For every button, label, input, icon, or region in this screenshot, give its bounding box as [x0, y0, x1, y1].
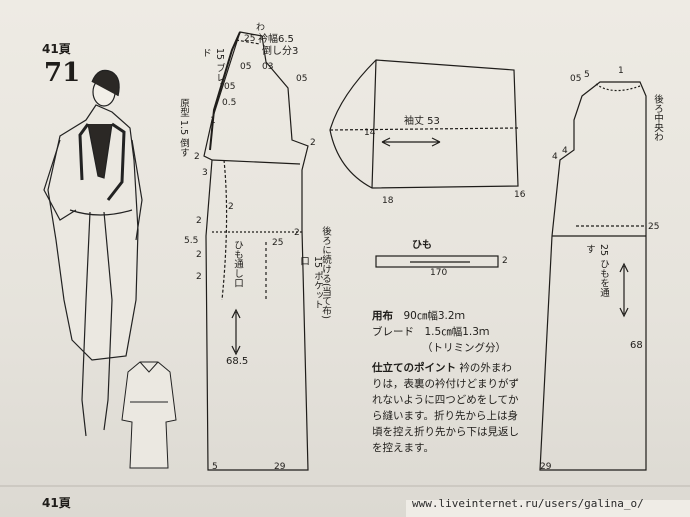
sewing-notes: 仕立てのポイント 衿の外まわりは，表裏の衿付けどまりがずれないように四つどめをし…	[372, 360, 522, 456]
sleeve-m16: 16	[514, 190, 526, 200]
front-length: 68.5	[226, 356, 249, 367]
fashion-illustration	[43, 69, 143, 437]
front-m2g: 2	[196, 272, 202, 282]
front-pattern	[203, 31, 309, 471]
front-m05a: 05	[240, 62, 252, 72]
front-m05c: 05	[224, 82, 236, 92]
front-continue-back-label: 後ろに続ける(当て布)	[320, 226, 331, 319]
front-m2d: 2	[196, 216, 202, 226]
source-url: www.liveinternet.ru/users/galina_o/	[412, 497, 644, 510]
sleeve-m18: 18	[382, 196, 394, 206]
front-m05d: 0.5	[222, 98, 237, 108]
front-m2a: 2	[310, 138, 316, 148]
front-m2b: 2	[194, 152, 200, 162]
front-m2c: 2	[228, 202, 234, 212]
back-m5: 5	[584, 70, 590, 80]
front-pocket-label: 15 ポケット口	[298, 256, 323, 310]
front-braid-label: 15 ブレード	[200, 48, 225, 92]
front-hem-5: 5	[212, 462, 218, 472]
sleeve-length-label: 袖丈 53	[404, 116, 440, 127]
page-label-bottom: 41頁	[42, 496, 71, 510]
notes-title: 仕立てのポイント	[372, 362, 456, 374]
sleeve-pattern	[329, 59, 519, 189]
back-pattern	[539, 81, 647, 471]
front-pleat-top: 25	[244, 34, 256, 44]
materials-block: 用布 90㎝幅3.2ｍ ブレード 1.5㎝幅1.3ｍ （トリミング分）	[372, 308, 506, 356]
front-fold-back: 倒し分3	[262, 46, 299, 57]
pattern-number: 71	[44, 58, 81, 88]
front-m2f: 2	[196, 250, 202, 260]
back-length: 68	[630, 340, 643, 351]
back-hem: 29	[540, 462, 552, 472]
tie-pattern	[375, 255, 499, 268]
front-m3: 3	[202, 168, 208, 178]
back-m25a: 25	[648, 222, 660, 232]
back-string-pass-label: 25 ひもを通す	[584, 244, 609, 298]
front-string-loop-label: ひも通し口	[232, 240, 243, 288]
front-hem-29: 29	[274, 462, 286, 472]
materials-braid: ブレード 1.5㎝幅1.3ｍ	[372, 326, 490, 338]
materials-trim-note: （トリミング分）	[422, 342, 506, 354]
back-m05: 05	[570, 74, 582, 84]
front-m03: 03	[262, 62, 274, 72]
materials-fabric: 90㎝幅3.2ｍ	[403, 310, 466, 322]
back-m4b: 4	[552, 152, 558, 162]
front-m1: 1	[210, 116, 216, 126]
front-collar-width: 衿幅6.5	[258, 34, 294, 45]
coat-sketch	[121, 361, 177, 469]
front-m05b: 05	[296, 74, 308, 84]
materials-label: 用布	[372, 310, 393, 322]
front-base-pattern-label: 原型 1.5 倒す	[178, 98, 189, 158]
front-m2e: 2	[294, 228, 300, 238]
page-label-top: 41頁	[42, 42, 71, 56]
front-m55: 5.5	[184, 236, 199, 246]
tie-title: ひも	[412, 240, 432, 251]
front-wa-label: わ	[256, 23, 266, 33]
back-m1: 1	[618, 66, 624, 76]
sleeve-m14: 14	[364, 128, 376, 138]
notes-text: 衿の外まわりは，表裏の衿付けどまりがずれないように四つどめをしてから縫います。折…	[372, 362, 519, 454]
back-m4: 4	[562, 146, 568, 156]
front-m25: 25	[272, 238, 284, 248]
tie-width: 2	[502, 256, 508, 266]
back-center-label: 後ろ中央わ	[652, 94, 663, 142]
tie-length: 170	[430, 268, 448, 278]
